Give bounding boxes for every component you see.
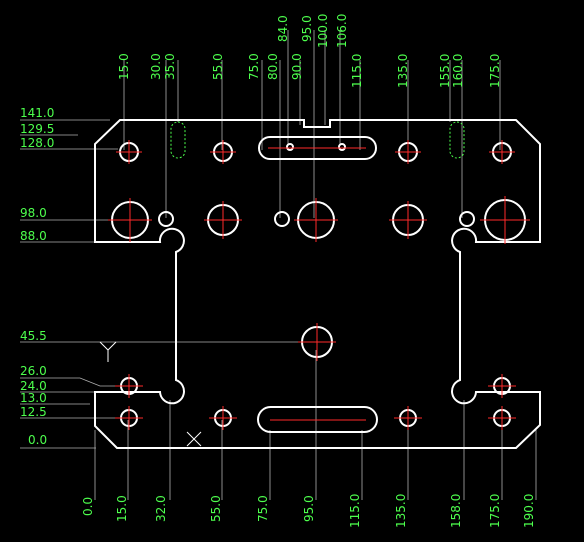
hole	[274, 211, 290, 227]
hole	[158, 211, 174, 227]
dim-x: 115.0	[348, 494, 362, 528]
dim-x: 135.0	[394, 494, 408, 528]
dim-x: 80.0	[266, 53, 280, 80]
hole	[338, 143, 346, 151]
dim-x: 95.0	[302, 495, 316, 522]
plate-outline	[94, 119, 541, 449]
dim-x: 55.0	[211, 53, 225, 80]
dim-x: 75.0	[247, 53, 261, 80]
left-vertical-slot	[170, 121, 186, 159]
center-marks	[108, 140, 530, 430]
holes	[111, 142, 526, 427]
dim-x: 160.0	[451, 54, 465, 88]
bottom-extension-lines	[94, 350, 537, 500]
dim-x: 135.0	[396, 54, 410, 88]
dim-x: 155.0	[438, 54, 452, 88]
dim-x: 95.0	[300, 15, 314, 42]
bottom-dimension-labels: 0.0 15.0 32.0 55.0 75.0 95.0 115.0 135.0…	[81, 494, 536, 528]
dim-x: 35.0	[163, 53, 177, 80]
dim-y: 98.0	[20, 206, 47, 220]
ucs-icon	[99, 341, 117, 362]
left-extension-lines	[20, 119, 302, 449]
dim-x: 84.0	[276, 15, 290, 42]
dim-x: 55.0	[209, 495, 223, 522]
dim-x: 158.0	[449, 494, 463, 528]
dim-y: 24.0	[20, 379, 47, 393]
dim-y: 45.5	[20, 329, 47, 343]
top-extension-lines	[123, 30, 501, 218]
left-dimension-labels: 141.0 129.5 128.0 98.0 88.0 45.5 26.0 24…	[20, 106, 54, 447]
dim-x: 0.0	[81, 497, 95, 516]
hole	[459, 211, 475, 227]
dim-y: 12.5	[20, 405, 47, 419]
crosshair-cursor-icon	[186, 431, 202, 447]
top-slot	[258, 136, 377, 160]
dim-x: 75.0	[256, 495, 270, 522]
dim-x: 175.0	[488, 494, 502, 528]
top-dimension-labels: 15.0 30.0 35.0 55.0 75.0 80.0 84.0 90.0 …	[117, 14, 502, 88]
dim-x: 15.0	[115, 495, 129, 522]
dim-x: 30.0	[149, 53, 163, 80]
dim-y: 26.0	[20, 364, 47, 378]
dim-y: 128.0	[20, 136, 54, 150]
dim-y: 141.0	[20, 106, 54, 120]
dim-x: 100.0	[316, 14, 330, 48]
bottom-slot	[257, 406, 378, 433]
dim-y: 13.0	[20, 391, 47, 405]
dim-y: 88.0	[20, 229, 47, 243]
dim-x: 115.0	[350, 54, 364, 88]
dim-x: 15.0	[117, 53, 131, 80]
dim-y: 0.0	[28, 433, 47, 447]
dim-x: 106.0	[335, 14, 349, 48]
right-vertical-slot	[449, 121, 465, 159]
slots	[170, 121, 465, 433]
dim-x: 190.0	[522, 494, 536, 528]
dim-x: 32.0	[154, 495, 168, 522]
hole	[286, 143, 294, 151]
dim-x: 175.0	[488, 54, 502, 88]
dim-y: 129.5	[20, 122, 54, 136]
dim-x: 90.0	[290, 53, 304, 80]
